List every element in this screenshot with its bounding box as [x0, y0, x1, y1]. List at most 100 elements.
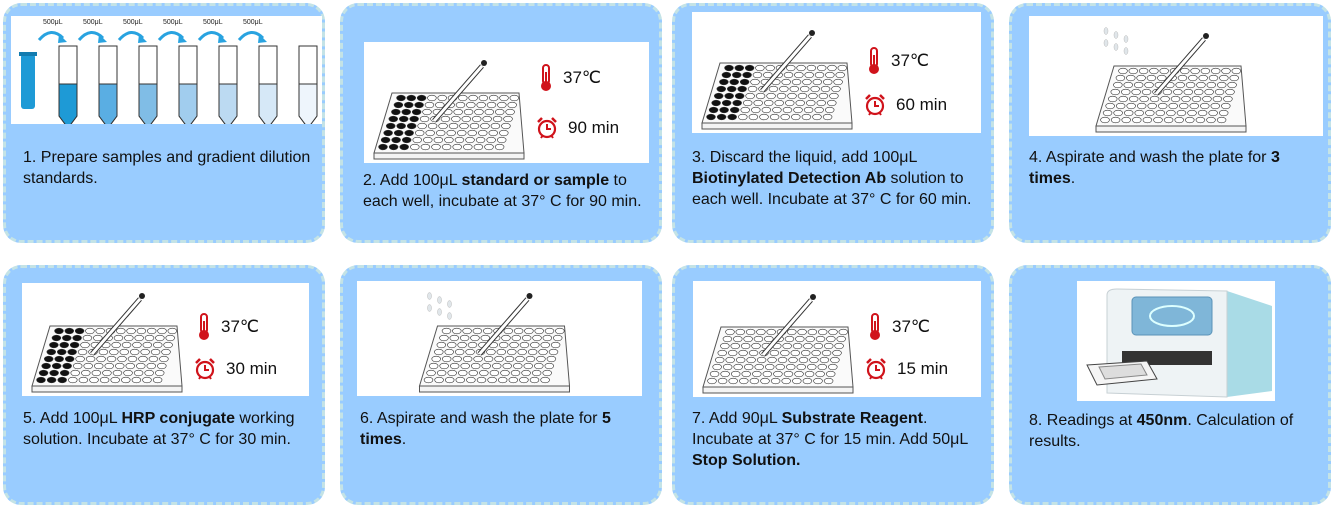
plate-well — [774, 99, 784, 107]
plate-well — [488, 94, 499, 102]
temperature: 37℃ — [197, 313, 259, 341]
plate-well — [1187, 109, 1197, 117]
plate-well — [85, 327, 95, 335]
plate-well — [720, 342, 730, 350]
plate-well — [416, 94, 427, 102]
plate-well — [1231, 67, 1242, 75]
plate-well — [741, 370, 751, 378]
plate-well — [806, 64, 817, 72]
pipette-body — [761, 299, 813, 356]
plate-well — [737, 85, 747, 93]
plate-well — [807, 328, 818, 336]
plate-well — [161, 348, 171, 356]
plate-well — [492, 115, 503, 123]
plate-well — [524, 327, 534, 335]
alarm-clock-icon — [536, 117, 558, 139]
plate-well — [462, 327, 472, 335]
plate-well — [715, 356, 725, 364]
plate-well — [82, 334, 93, 342]
plate-well — [732, 99, 742, 107]
plate-well — [782, 106, 793, 114]
plate-well — [447, 341, 457, 349]
step-7-text: 7. Add 90μL Substrate Reagent. Incubate … — [692, 408, 982, 471]
plate-well — [479, 369, 489, 377]
plate-well — [409, 115, 419, 123]
water-drop — [1123, 35, 1129, 43]
plate-well — [752, 370, 762, 378]
plate-well — [742, 71, 752, 79]
step-text: working solution. Incubate at 37° C for … — [23, 410, 295, 448]
plate-well — [540, 341, 550, 349]
plate-well — [790, 349, 800, 357]
plate-well — [544, 362, 555, 370]
plate-well — [820, 85, 831, 93]
duration-value: 30 min — [226, 359, 278, 378]
plate-well — [57, 376, 67, 384]
plate-well — [412, 136, 422, 144]
pipette-body — [478, 298, 529, 355]
plate-well — [470, 362, 481, 370]
step-number: 5. — [23, 410, 37, 427]
plate-well — [144, 369, 154, 377]
step-text: Add 100μL — [379, 172, 462, 189]
step-5-text: 5. Add 100μL HRP conjugate working solut… — [23, 408, 313, 450]
plate-well — [719, 106, 729, 114]
plate-well — [1157, 74, 1167, 82]
plate-well — [148, 355, 159, 363]
pipette-body — [432, 65, 484, 122]
plate-well — [806, 99, 816, 107]
plate-well — [106, 355, 117, 363]
plate-well — [1195, 116, 1206, 124]
alarm-clock-icon — [194, 358, 216, 380]
plate-well — [795, 99, 805, 107]
plate-well — [1194, 88, 1204, 96]
plate-well — [788, 356, 798, 364]
plate-well — [743, 335, 753, 343]
plate-well — [503, 327, 514, 335]
plate-well — [436, 341, 447, 349]
plate-well — [125, 362, 135, 370]
step-emphasis: Biotinylated Detection Ab — [692, 170, 887, 187]
plate-well — [465, 348, 475, 356]
step-5-card: 37℃ 30 min 5. Add 100μL HRP conjugate wo… — [3, 265, 325, 505]
plate-well — [1166, 109, 1176, 117]
plate-well — [837, 64, 848, 72]
plate-well — [480, 122, 490, 130]
step-2-card: 37℃ 90 min 2. Add 100μL standard or samp… — [340, 3, 662, 243]
plate-well — [396, 94, 406, 102]
plate-well — [116, 327, 126, 335]
plate-well — [1210, 102, 1220, 110]
plate-well — [1110, 88, 1120, 96]
plate-well — [829, 92, 839, 100]
plate-well — [725, 356, 735, 364]
plate-well — [1200, 102, 1210, 110]
plate-well — [444, 376, 455, 384]
plate-well — [797, 92, 808, 100]
plate-illustration: 37℃ 90 min — [364, 42, 649, 163]
plate-well — [440, 115, 451, 123]
plate-well — [1219, 74, 1229, 82]
plate-well — [830, 356, 840, 364]
plate-well — [457, 341, 467, 349]
plate-well — [463, 143, 473, 151]
step-text: solution to each well. Incubate at 37° C… — [692, 170, 972, 208]
plate-well — [738, 113, 748, 121]
plate-well — [1128, 95, 1139, 103]
plate-well — [461, 115, 471, 123]
plate-well — [1225, 88, 1235, 96]
plate-well — [406, 122, 417, 130]
plate-well — [1123, 109, 1134, 117]
step-emphasis: Substrate Reagent — [781, 410, 923, 427]
plate-well — [504, 355, 515, 363]
temperature: 37℃ — [539, 64, 601, 92]
plate-well — [401, 136, 412, 144]
wash-illustration — [1029, 16, 1323, 136]
plate-well — [469, 122, 480, 130]
plate-well — [1131, 88, 1141, 96]
plate-well — [80, 341, 90, 349]
plate-well — [1113, 81, 1123, 89]
plate-well — [813, 377, 823, 385]
duration: Substrate Reagent15 min — [865, 358, 948, 380]
plate-well — [64, 327, 74, 335]
plate-well — [95, 327, 105, 335]
